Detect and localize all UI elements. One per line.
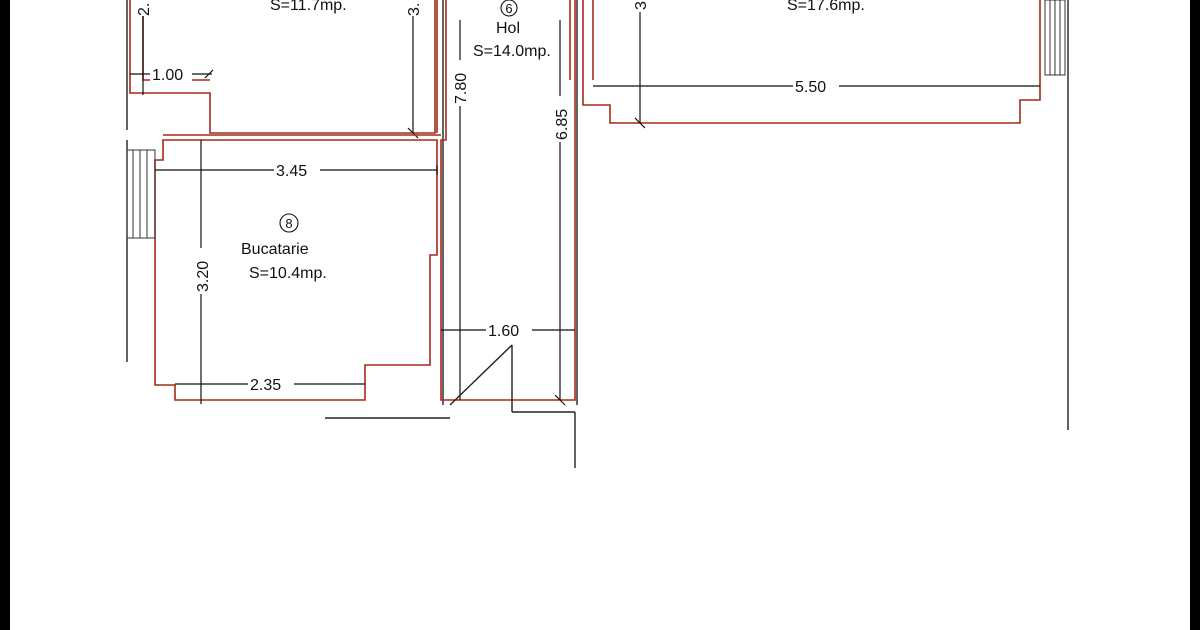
dim-6-85-label: 6.85 — [554, 109, 571, 140]
hol-number: 6 — [505, 1, 512, 16]
dimension-1-60: 1.60 — [486, 320, 532, 340]
dimension-7-80: 7.80 — [450, 60, 470, 106]
dim-top-left-vertical-label: 2. — [136, 3, 153, 16]
dimension-5-50: 5.50 — [793, 76, 839, 96]
dimension-6-85: 6.85 — [551, 96, 571, 142]
label-hol: 6 Hol S=14.0mp. — [473, 0, 551, 60]
top-left-area-label: S=11.7mp. — [270, 0, 347, 14]
bucatarie-number-circle — [279, 213, 299, 233]
dim-3-45-label: 3.45 — [276, 163, 307, 180]
bucatarie-name: Bucatarie — [241, 241, 309, 258]
dim-top-left-right-vertical-label: 3. — [406, 3, 423, 16]
bucatarie-number: 8 — [285, 216, 292, 231]
dim-1-00-label: 1.00 — [152, 67, 183, 84]
top-right-area-label: S=17.6mp. — [787, 0, 865, 14]
bucatarie-area: S=10.4mp. — [249, 265, 327, 282]
dimension-3-45: 3.45 — [274, 160, 320, 180]
dim-1-60-label: 1.60 — [488, 323, 519, 340]
dimension-top-right-vertical: 3 — [632, 0, 650, 12]
dimension-top-left-right-vertical: 3. — [405, 0, 423, 16]
dimension-top-left-vertical: 2. — [135, 0, 153, 16]
label-top-left-room: S=11.7mp. — [270, 0, 347, 14]
dim-3-20-label: 3.20 — [195, 261, 212, 292]
dimension-3-20: 3.20 — [192, 248, 212, 294]
dim-5-50-label: 5.50 — [795, 79, 826, 96]
dimension-1-00: 1.00 — [130, 64, 214, 84]
hol-area: S=14.0mp. — [473, 43, 551, 60]
dim-top-right-vertical-label: 3 — [633, 1, 650, 10]
dim-7-80-label: 7.80 — [453, 73, 470, 104]
outer-walls — [126, 0, 1069, 430]
paper-background — [10, 0, 1190, 630]
dim-2-35-label: 2.35 — [250, 377, 281, 394]
label-bucatarie: 8 Bucatarie S=10.4mp. — [241, 213, 327, 282]
label-top-right-room: S=17.6mp. — [787, 0, 865, 14]
hol-number-circle — [500, 0, 518, 17]
dimension-2-35: 2.35 — [248, 374, 294, 394]
hol-name: Hol — [496, 20, 520, 37]
